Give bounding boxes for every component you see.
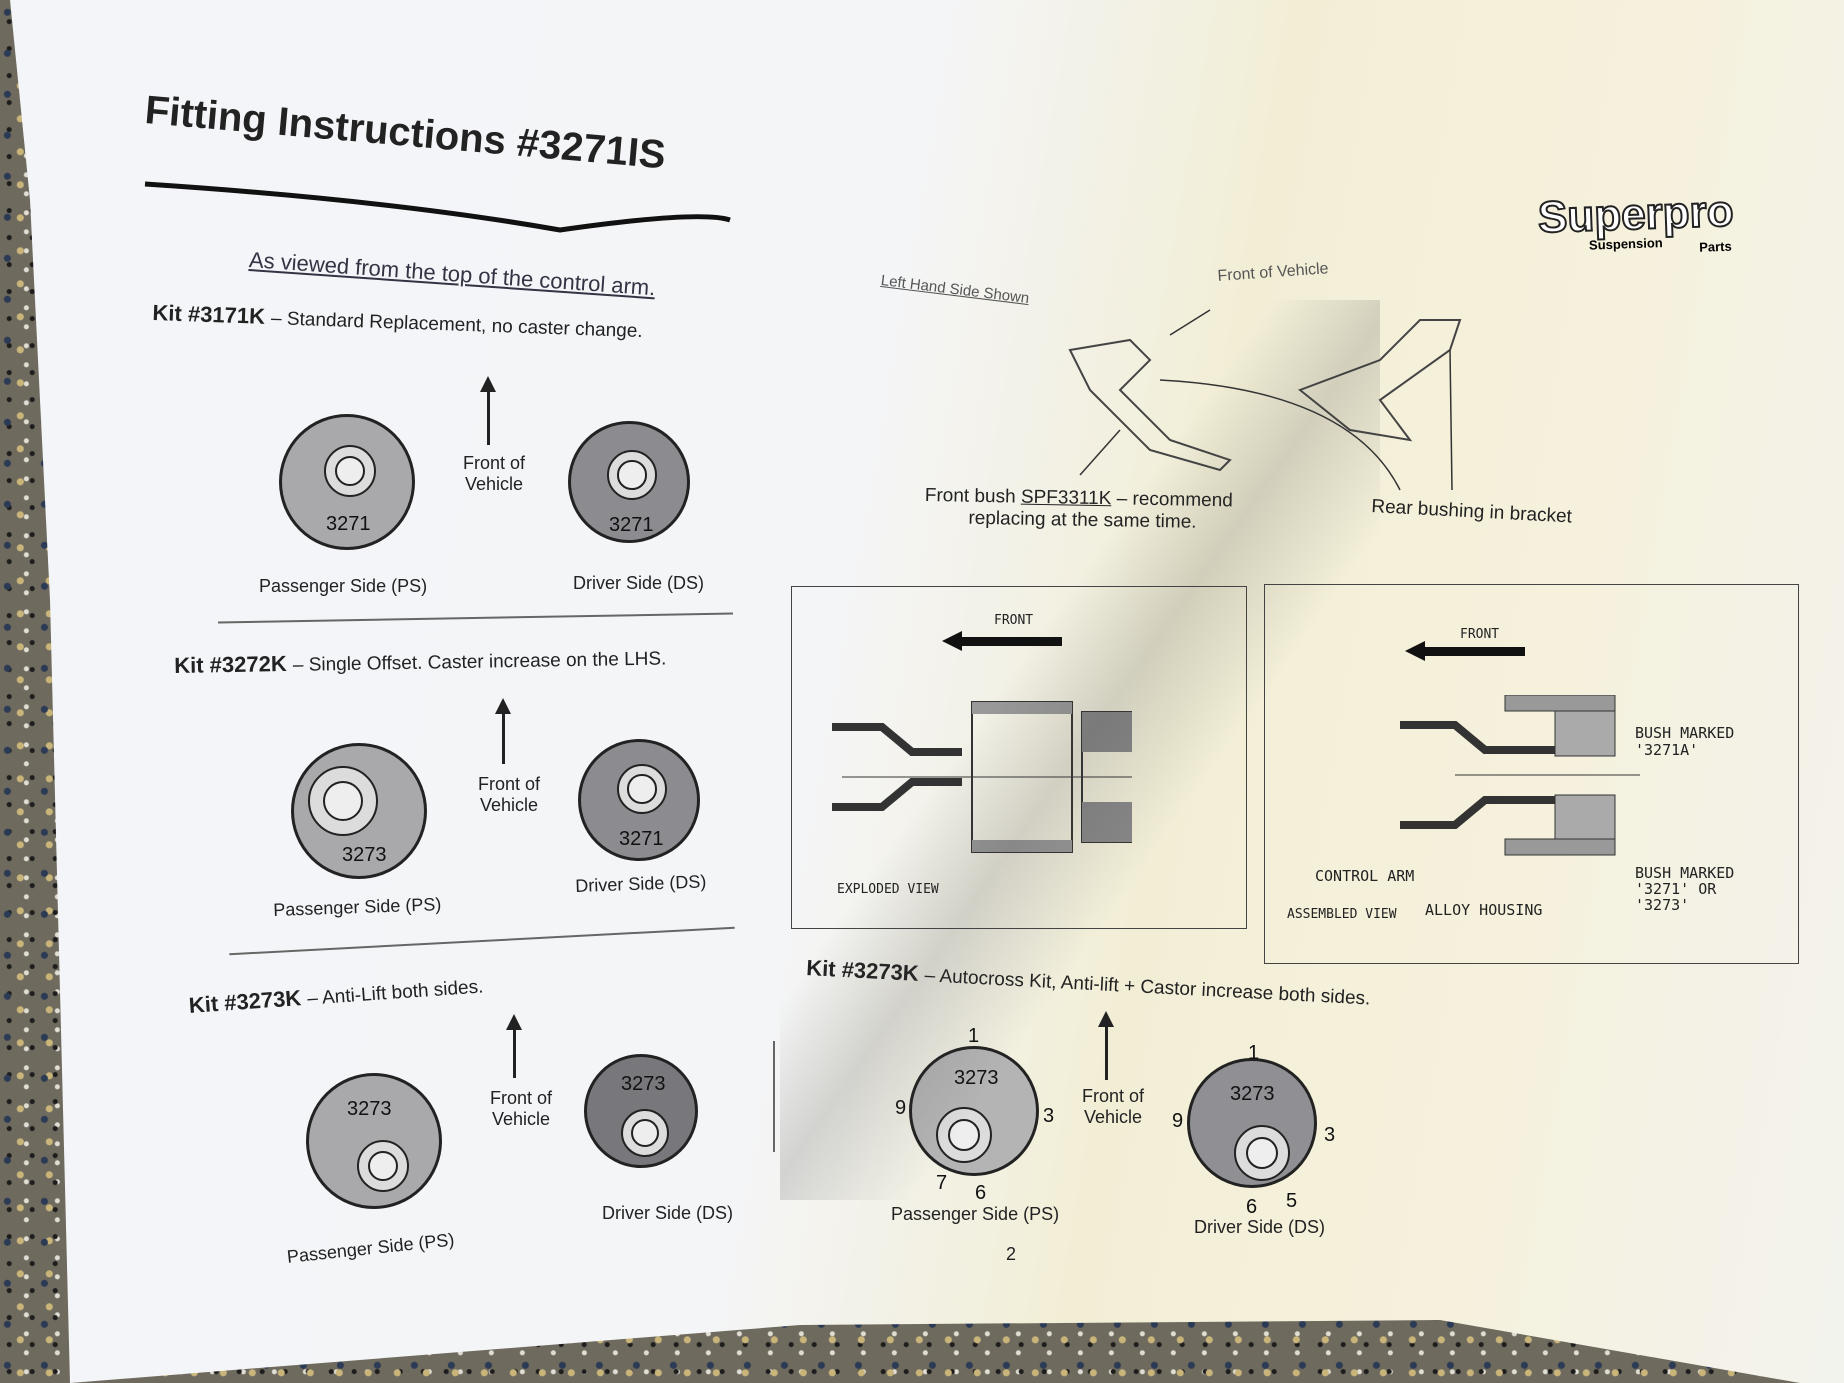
ds-label: Driver Side (DS) [575,871,707,896]
front-of-vehicle-label: Front of Vehicle [1081,1086,1145,1127]
front-arrow-icon [1098,1011,1114,1080]
front-arrow-icon [1415,647,1525,656]
page-number: 2 [1006,1244,1017,1264]
ds-label: Driver Side (DS) [573,573,705,593]
title-underline [144,181,731,233]
superpro-logo: Superpro Suspension Parts [1536,186,1735,255]
kit-3273k-heading: Kit #3273K – Anti-Lift both sides. [188,976,485,1018]
ps-bush-diagram: 3273 [909,1046,1039,1176]
ds-label: Driver Side (DS) [1194,1217,1326,1237]
position-mark: 9 [895,1097,907,1119]
front-of-vehicle-note: Front of Vehicle [1217,260,1330,285]
front-arrow-icon [495,698,511,764]
rear-bushing-note: Rear bushing in bracket [1370,496,1573,528]
divider [773,1041,775,1152]
bush-cross-section [832,701,1132,853]
ds-bush-diagram: 3271 [568,421,690,543]
position-mark: 6 [1246,1196,1258,1218]
front-arrow-icon [506,1014,522,1078]
position-mark: 5 [1286,1190,1298,1212]
ds-bush-diagram: 3273 [584,1054,698,1168]
ds-label: Driver Side (DS) [602,1203,734,1223]
ps-label: Passenger Side (PS) [273,894,442,920]
divider [229,926,735,956]
ps-label: Passenger Side (PS) [259,576,428,596]
view-note: As viewed from the top of the control ar… [248,247,657,301]
ps-label: Passenger Side (PS) [286,1229,456,1267]
position-mark: 3 [1043,1105,1055,1127]
left-hand-side-note: Left Hand Side Shown [879,272,1031,308]
ps-bush-diagram: 3271 [279,414,415,550]
ds-bush-diagram: 3273 [1187,1058,1317,1188]
position-mark: 1 [1248,1042,1260,1064]
front-arrow-icon [952,637,1062,646]
front-of-vehicle-label: Front of Vehicle [489,1088,553,1129]
page-title: Fitting Instructions #3271IS [143,88,668,178]
ps-bush-diagram: 3273 [291,743,427,879]
divider [218,612,733,624]
front-of-vehicle-label: Front of Vehicle [462,453,526,494]
kit-3171k-heading: Kit #3171K – Standard Replacement, no ca… [152,300,643,343]
bush-assembled-section [1400,695,1640,856]
position-mark: 9 [1172,1110,1184,1132]
control-arm-illustration [1068,309,1462,491]
position-mark: 6 [975,1182,987,1204]
ps-label: Passenger Side (PS) [891,1204,1060,1224]
exploded-view-panel: FRONT EXPLODED VIEW [791,586,1247,929]
front-of-vehicle-label: Front of Vehicle [477,774,541,815]
ds-bush-diagram: 3271 [578,739,700,861]
front-arrow-icon [480,376,496,445]
kit-3272k-heading: Kit #3272K – Single Offset. Caster incre… [174,648,667,678]
assembled-view-panel: FRONT BUSH MARKED'3271A' BUSH MARKED'327… [1264,584,1799,964]
ps-bush-diagram: 3273 [306,1073,442,1209]
position-mark: 3 [1324,1124,1336,1146]
position-mark: 7 [936,1172,948,1194]
position-mark: 1 [968,1025,980,1047]
